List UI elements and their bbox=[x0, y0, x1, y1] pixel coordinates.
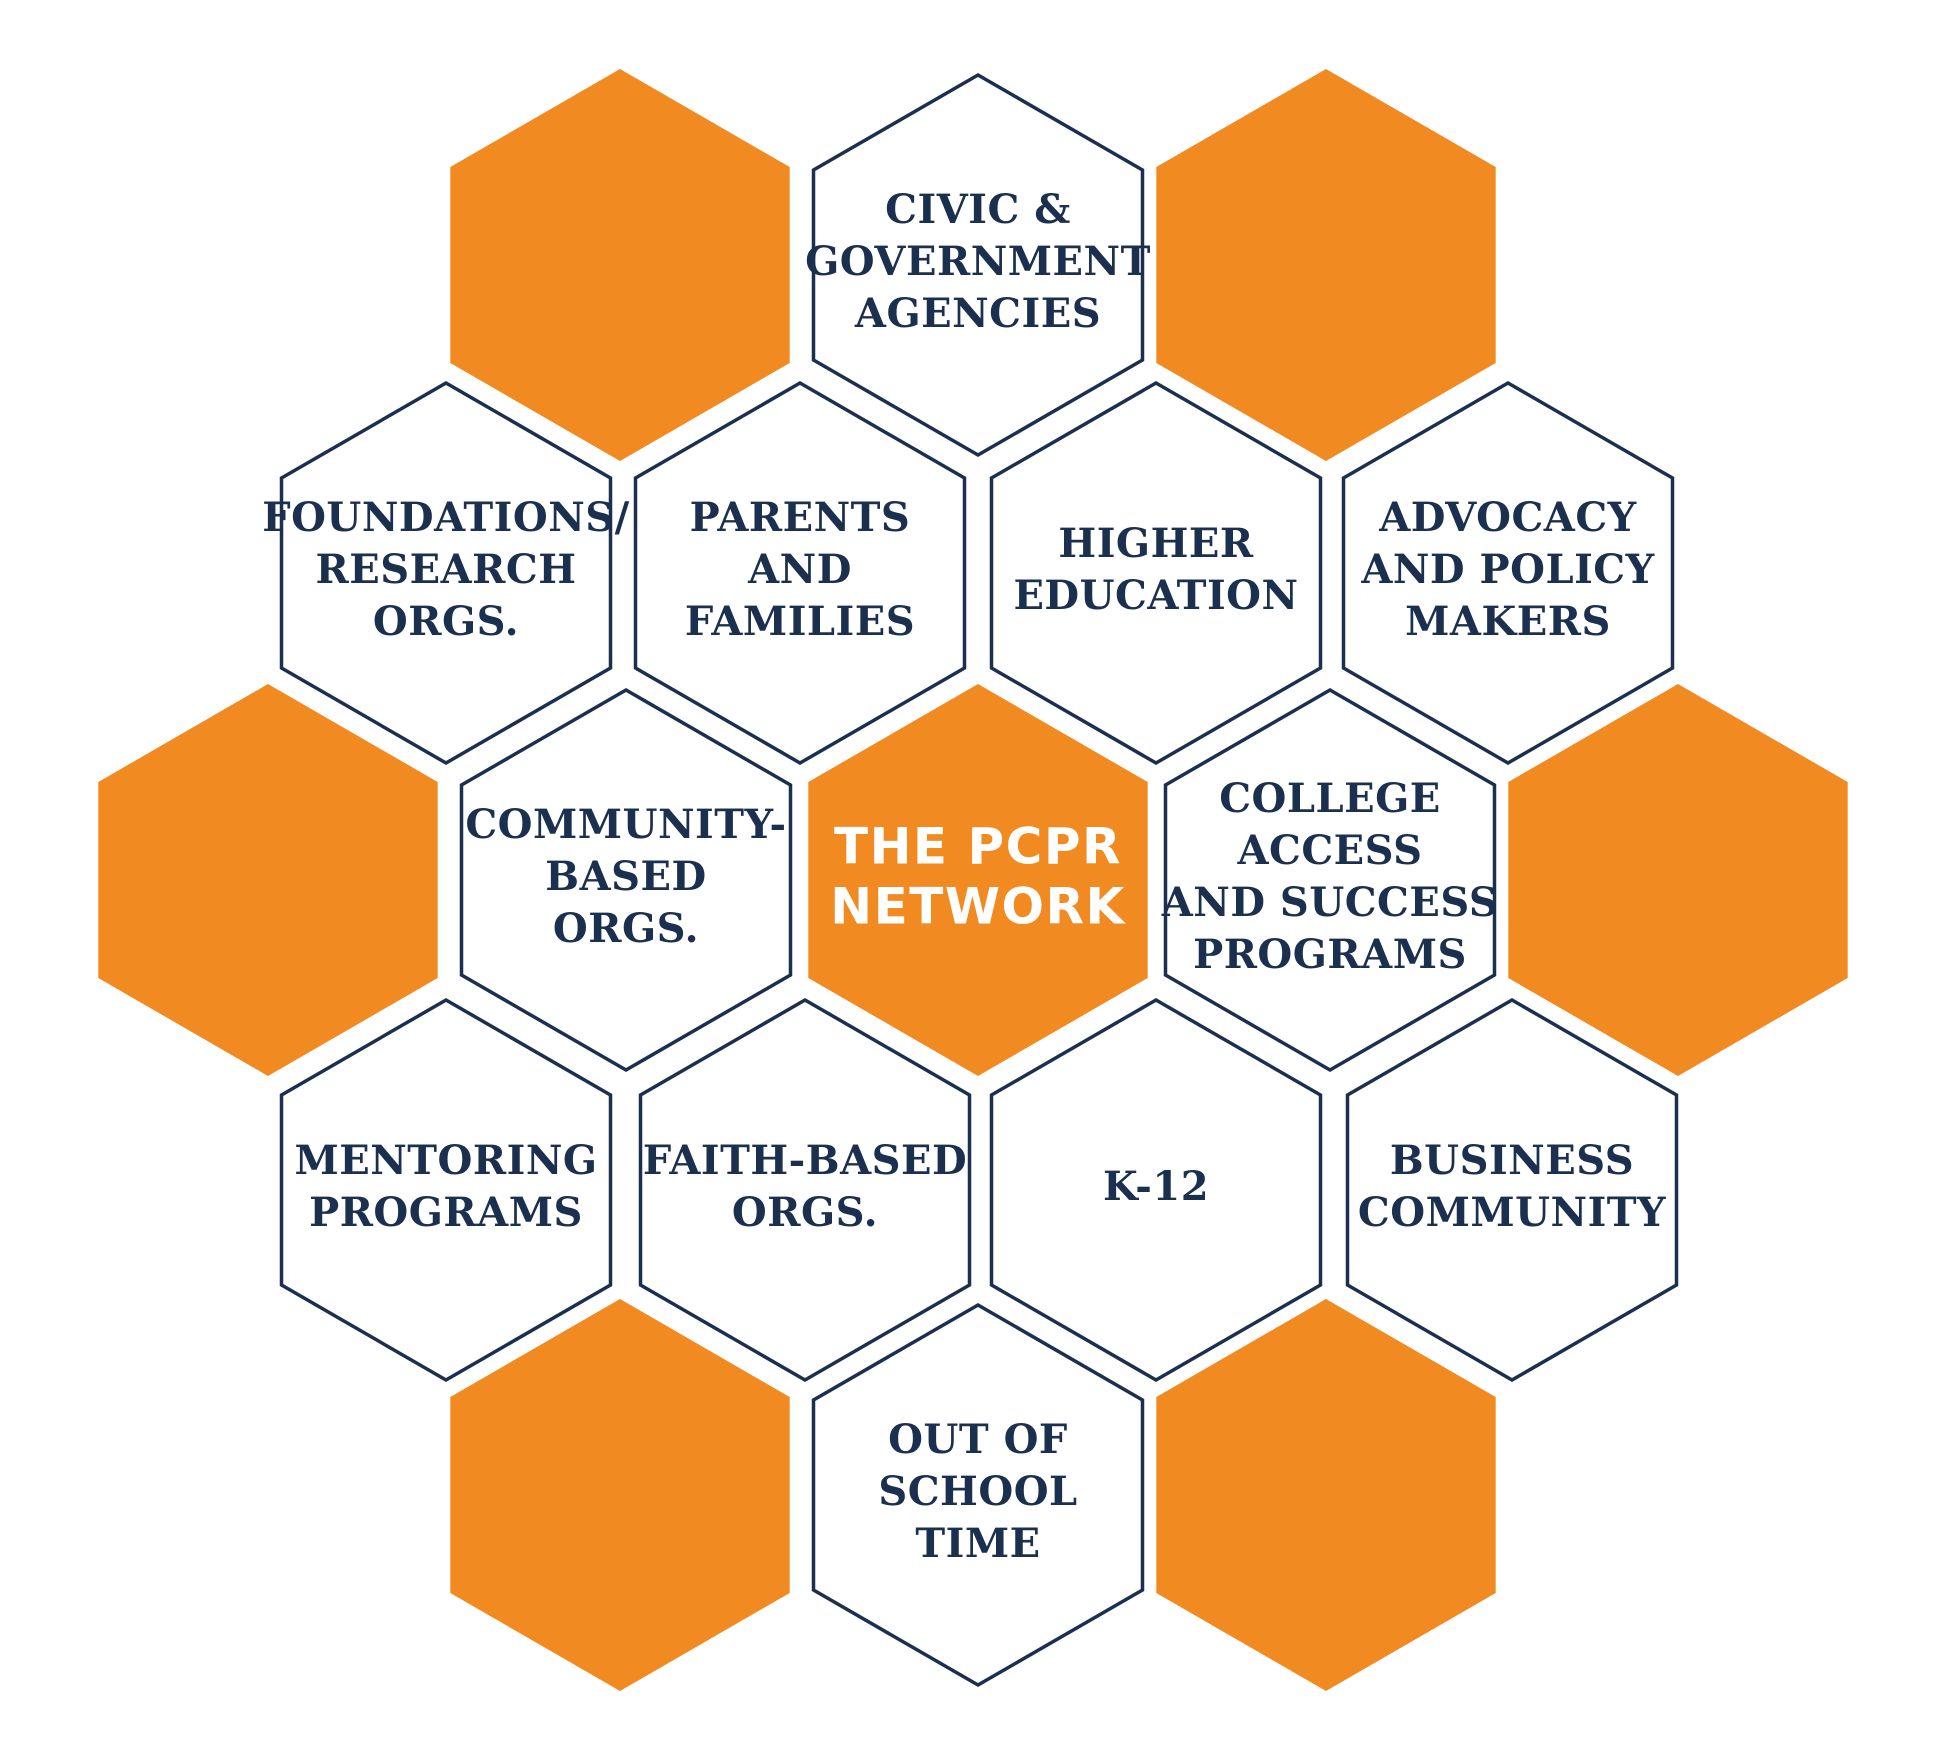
civic-government-agencies-label-line: GOVERNMENT bbox=[805, 238, 1151, 285]
college-access-and-success-programs-label-line: PROGRAMS bbox=[1193, 931, 1467, 978]
higher-education-label-line: HIGHER bbox=[1058, 520, 1253, 567]
faith-based-orgs-label-line: FAITH-BASED bbox=[643, 1137, 967, 1184]
civic-government-agencies-label-line: AGENCIES bbox=[854, 290, 1101, 337]
center-hexagon bbox=[808, 684, 1148, 1076]
parents-and-families-label-line: AND bbox=[747, 546, 852, 593]
college-access-and-success-programs-label: COLLEGE ACCESS AND SUCCESS PROGRAMS bbox=[1161, 775, 1499, 978]
foundations-research-orgs-hexagon bbox=[279, 380, 613, 766]
mentoring-programs-label-line: PROGRAMS bbox=[309, 1189, 583, 1236]
parents-and-families-label: PARENTS AND FAMILIES bbox=[685, 494, 915, 645]
advocacy-and-policy-makers-hexagon bbox=[1341, 380, 1675, 766]
business-community-label-line: COMMUNITY bbox=[1358, 1189, 1666, 1236]
higher-education-hexagon bbox=[989, 380, 1323, 766]
out-of-school-time-label-line: OUT OF bbox=[888, 1416, 1068, 1463]
mentoring-programs-hexagon bbox=[279, 997, 613, 1383]
higher-education-label: HIGHER EDUCATION bbox=[1013, 520, 1298, 619]
college-access-and-success-programs-hexagon bbox=[1163, 687, 1497, 1073]
community-based-orgs-label-line: BASED bbox=[545, 853, 706, 900]
higher-education-label-line: EDUCATION bbox=[1013, 572, 1298, 619]
college-access-and-success-programs-label-line: COLLEGE bbox=[1219, 775, 1441, 822]
advocacy-and-policy-makers-label-line: AND POLICY bbox=[1360, 546, 1654, 593]
accent-hexagon bbox=[1156, 1299, 1496, 1691]
out-of-school-time-label-line: SCHOOL bbox=[878, 1468, 1077, 1515]
community-based-orgs-label-line: ORGS. bbox=[553, 905, 699, 952]
advocacy-and-policy-makers-label-line: ADVOCACY bbox=[1378, 494, 1636, 541]
business-community-hexagon bbox=[1345, 997, 1679, 1383]
civic-government-agencies-label: CIVIC & GOVERNMENT AGENCIES bbox=[805, 186, 1151, 337]
faith-based-orgs-label-line: ORGS. bbox=[732, 1189, 878, 1236]
mentoring-programs-label-line: MENTORING bbox=[294, 1137, 597, 1184]
out-of-school-time-hexagon bbox=[811, 1302, 1145, 1688]
business-community-label-line: BUSINESS bbox=[1390, 1137, 1634, 1184]
parents-and-families-label-line: FAMILIES bbox=[685, 598, 915, 645]
accent-hexagon bbox=[450, 1299, 790, 1691]
mentoring-programs-label: MENTORING PROGRAMS bbox=[294, 1137, 597, 1236]
center-label-line: THE PCPR bbox=[834, 818, 1122, 876]
faith-based-orgs-hexagon bbox=[638, 997, 972, 1383]
advocacy-and-policy-makers-label-line: MAKERS bbox=[1405, 598, 1611, 645]
civic-government-agencies-hexagon bbox=[811, 72, 1145, 458]
k-12-label: K-12 bbox=[1103, 1163, 1209, 1210]
advocacy-and-policy-makers-label: ADVOCACY AND POLICY MAKERS bbox=[1360, 494, 1654, 645]
foundations-research-orgs-label-line: ORGS. bbox=[373, 598, 519, 645]
foundations-research-orgs-label: FOUNDATIONS/RESEARCH ORGS. bbox=[262, 494, 630, 645]
college-access-and-success-programs-label-line: AND SUCCESS bbox=[1161, 879, 1499, 926]
accent-hexagon bbox=[450, 69, 790, 461]
accent-hexagon bbox=[1156, 69, 1496, 461]
business-community-label: BUSINESS COMMUNITY bbox=[1358, 1137, 1666, 1236]
parents-and-families-label-line: PARENTS bbox=[690, 494, 911, 541]
accent-hexagon bbox=[1508, 684, 1848, 1076]
community-based-orgs-hexagon bbox=[459, 687, 793, 1073]
k-12-label-line: K-12 bbox=[1103, 1163, 1209, 1210]
hexagon-layer: CIVIC & GOVERNMENT AGENCIES FOUNDATIONS/RES… bbox=[98, 69, 1848, 1691]
civic-government-agencies-label-line: CIVIC & bbox=[885, 186, 1071, 233]
parents-and-families-hexagon bbox=[633, 380, 967, 766]
community-based-orgs-label-line: COMMUNITY- bbox=[465, 801, 786, 848]
faith-based-orgs-label: FAITH-BASED ORGS. bbox=[643, 1137, 967, 1236]
center-label-line: NETWORK bbox=[830, 878, 1126, 936]
foundations-research-orgs-label-line: FOUNDATIONS/ bbox=[262, 494, 630, 541]
out-of-school-time-label-line: TIME bbox=[915, 1520, 1040, 1567]
community-based-orgs-label: COMMUNITY- BASED ORGS. bbox=[465, 801, 786, 952]
out-of-school-time-label: OUT OF SCHOOL TIME bbox=[878, 1416, 1077, 1567]
accent-hexagon bbox=[98, 684, 438, 1076]
k-12-hexagon bbox=[989, 997, 1323, 1383]
foundations-research-orgs-label-line: RESEARCH bbox=[315, 546, 576, 593]
college-access-and-success-programs-label-line: ACCESS bbox=[1236, 827, 1422, 874]
